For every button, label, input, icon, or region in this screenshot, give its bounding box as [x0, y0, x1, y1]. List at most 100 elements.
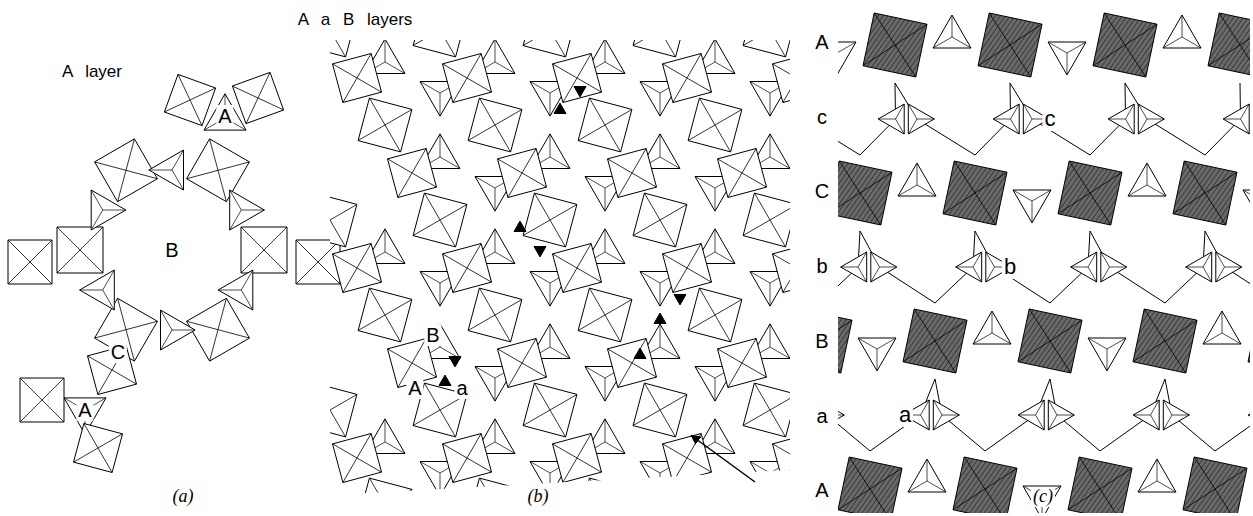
polyhedron-edge: [1147, 185, 1166, 196]
polyhedron-edge: [495, 188, 496, 211]
polyhedron-edge: [1157, 459, 1158, 481]
polyhedron-edge: [1110, 267, 1127, 268]
site-label: a: [897, 403, 913, 427]
polyhedron-edge: [956, 267, 973, 268]
panel-letter: (c): [1031, 487, 1055, 507]
polyhedron-edge: [871, 267, 880, 282]
polyhedron-edge: [468, 489, 522, 516]
octahedron: [978, 13, 1042, 77]
polyhedron-edge: [1147, 163, 1148, 185]
polyhedron-edge: [369, 478, 400, 516]
polyhedron-edge: [633, 14, 687, 45]
polyhedron-edge: [1107, 338, 1126, 349]
site-label: A: [216, 105, 233, 127]
polyhedron-edge: [838, 83, 860, 155]
polyhedron-edge: [870, 379, 935, 451]
polyhedron-edge: [1241, 119, 1250, 134]
polyhedron-edge: [896, 104, 905, 119]
polyhedron-edge: [640, 81, 660, 93]
polyhedron-edge: [91, 210, 103, 230]
polyhedron-edge: [715, 188, 716, 211]
polyhedron-edge: [296, 240, 340, 284]
octahedron: [388, 149, 437, 198]
octahedron: [578, 288, 632, 342]
polyhedron-edge: [1010, 83, 1090, 155]
polyhedron-edge: [385, 62, 405, 74]
tetrahedron: [80, 270, 115, 310]
polyhedron-edge: [975, 231, 1050, 303]
polyhedron-edge: [1079, 457, 1121, 513]
tetrahedron: [1013, 190, 1051, 223]
tetrahedron: [1248, 400, 1250, 430]
polyhedron-edge: [550, 514, 551, 516]
octahedron: [633, 3, 687, 57]
octahedron: [333, 54, 382, 103]
octahedron: [164, 74, 215, 125]
shared-face: [514, 221, 526, 231]
shared-face: [439, 375, 451, 385]
polyhedron-edge: [91, 190, 103, 210]
polyhedron-edge: [530, 461, 550, 473]
polyhedron-edge: [825, 229, 826, 252]
polyhedron-edge: [508, 339, 536, 388]
polyhedron-edge: [860, 81, 880, 93]
tetrahedron: [956, 252, 982, 282]
polyhedron-edge: [660, 514, 661, 516]
octahedron: [413, 193, 467, 247]
polyhedron-edge: [468, 109, 522, 140]
polyhedron-edge: [343, 54, 371, 103]
tetrahedron: [1023, 486, 1061, 513]
polyhedron-edge: [618, 339, 646, 388]
polyhedron-edge: [838, 468, 902, 510]
polyhedron-edge: [1088, 252, 1097, 267]
tetrahedron: [1203, 311, 1241, 344]
polyhedron-edge: [1248, 320, 1250, 362]
polyhedron-edge: [860, 231, 935, 303]
octahedron: [468, 98, 522, 152]
octahedron: [578, 98, 632, 152]
polyhedron-edge: [715, 62, 735, 74]
site-label: B: [163, 239, 180, 261]
octahedron: [296, 240, 340, 284]
layer-label: A: [813, 479, 830, 501]
polyhedron-edge: [1172, 415, 1189, 416]
polyhedron-edge: [660, 157, 680, 169]
polyhedron-edge: [935, 188, 936, 211]
tetrahedron: [898, 163, 936, 196]
polyhedron-edge: [1013, 190, 1032, 201]
polyhedron-edge: [858, 267, 867, 282]
polyhedron-edge: [880, 93, 881, 116]
polyhedron-edge: [770, 157, 790, 169]
octahedron: [20, 378, 64, 422]
tetrahedron: [1138, 459, 1176, 492]
polyhedron-edge: [921, 415, 930, 430]
shared-face: [554, 103, 566, 113]
polyhedron-edge: [770, 324, 771, 347]
site-label: B: [424, 324, 441, 346]
tetrahedron: [908, 104, 934, 134]
polyhedron-edge: [895, 83, 975, 155]
polyhedron-edge: [20, 378, 64, 422]
polyhedron-edge: [241, 270, 253, 290]
polyhedron-edge: [57, 227, 103, 273]
octahedron: [57, 227, 103, 273]
octahedron: [358, 98, 412, 152]
octahedron: [468, 288, 522, 342]
polyhedron-edge: [475, 176, 495, 188]
polyhedron-edge: [187, 321, 250, 338]
polyhedron-edge: [420, 271, 440, 283]
octahedron: [1248, 309, 1250, 373]
polyhedron-edge: [385, 442, 405, 454]
octahedron: [523, 193, 577, 247]
octahedron: [663, 244, 712, 293]
panel-letter: (a): [171, 487, 196, 507]
octahedron: [443, 54, 492, 103]
polyhedron-edge: [943, 172, 1007, 214]
octahedron: [903, 309, 967, 373]
polyhedron-edge: [743, 204, 797, 235]
tetrahedron: [230, 190, 265, 230]
polyhedron-edge: [164, 88, 215, 112]
polyhedron-edge: [550, 324, 551, 347]
polyhedron-edge: [230, 210, 242, 230]
octahedron: [1018, 309, 1082, 373]
